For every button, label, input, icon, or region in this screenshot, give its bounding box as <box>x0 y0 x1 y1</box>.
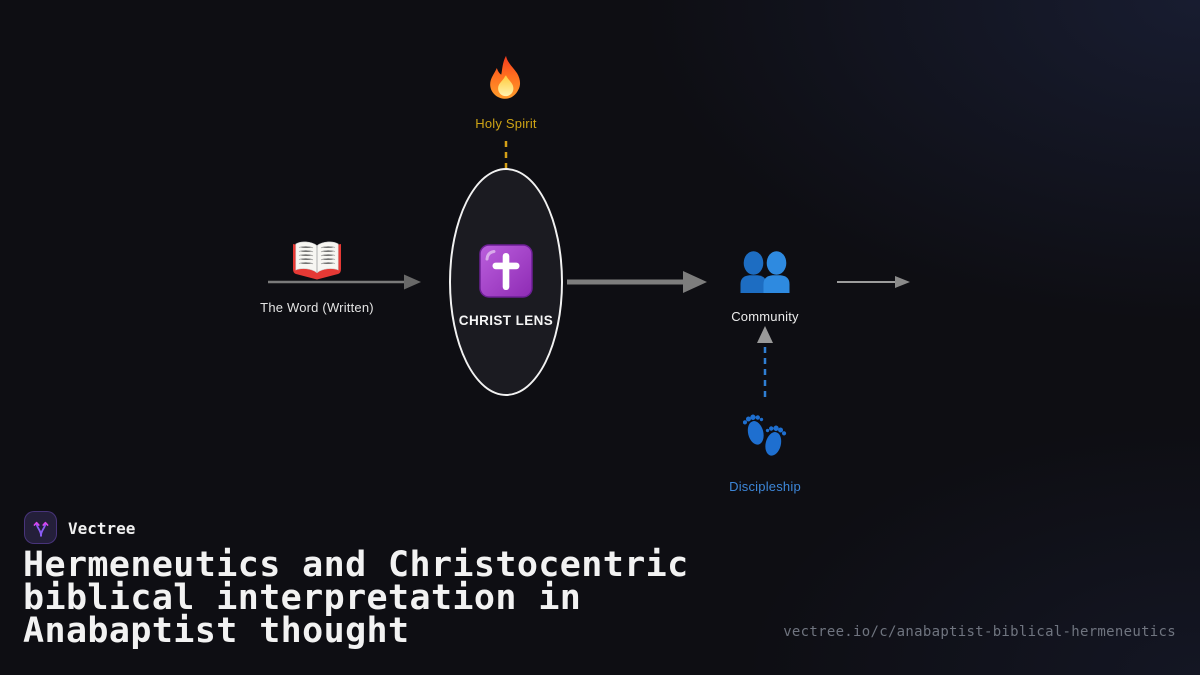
latin-cross-icon <box>479 244 533 298</box>
arrow-lens-to-community <box>567 271 707 293</box>
christ-lens-label: CHRIST LENS <box>458 313 554 328</box>
arrow-discipleship-to-community <box>757 326 773 397</box>
card-title: Hermeneutics and Christocentric biblical… <box>23 545 783 651</box>
busts-icon <box>740 251 790 293</box>
card-url: vectree.io/c/anabaptist-biblical-hermene… <box>783 624 1176 640</box>
vectree-logo <box>24 511 57 544</box>
arrow-word-to-lens <box>268 274 421 290</box>
open-book-icon <box>293 241 341 280</box>
card-title-line-3: Anabaptist thought <box>23 611 410 651</box>
community-label: Community <box>731 309 799 324</box>
card-title-line-2: biblical interpretation in <box>23 578 582 618</box>
footprints-icon <box>743 414 787 456</box>
brand-name: Vectree <box>68 519 136 538</box>
fire-icon <box>490 55 521 99</box>
word-written-label: The Word (Written) <box>260 300 374 315</box>
discipleship-label: Discipleship <box>729 479 801 494</box>
arrow-community-to-right <box>837 276 910 288</box>
vectree-logo-icon <box>33 521 48 537</box>
card-title-line-1: Hermeneutics and Christocentric <box>23 545 689 585</box>
holy-spirit-label: Holy Spirit <box>475 116 537 131</box>
